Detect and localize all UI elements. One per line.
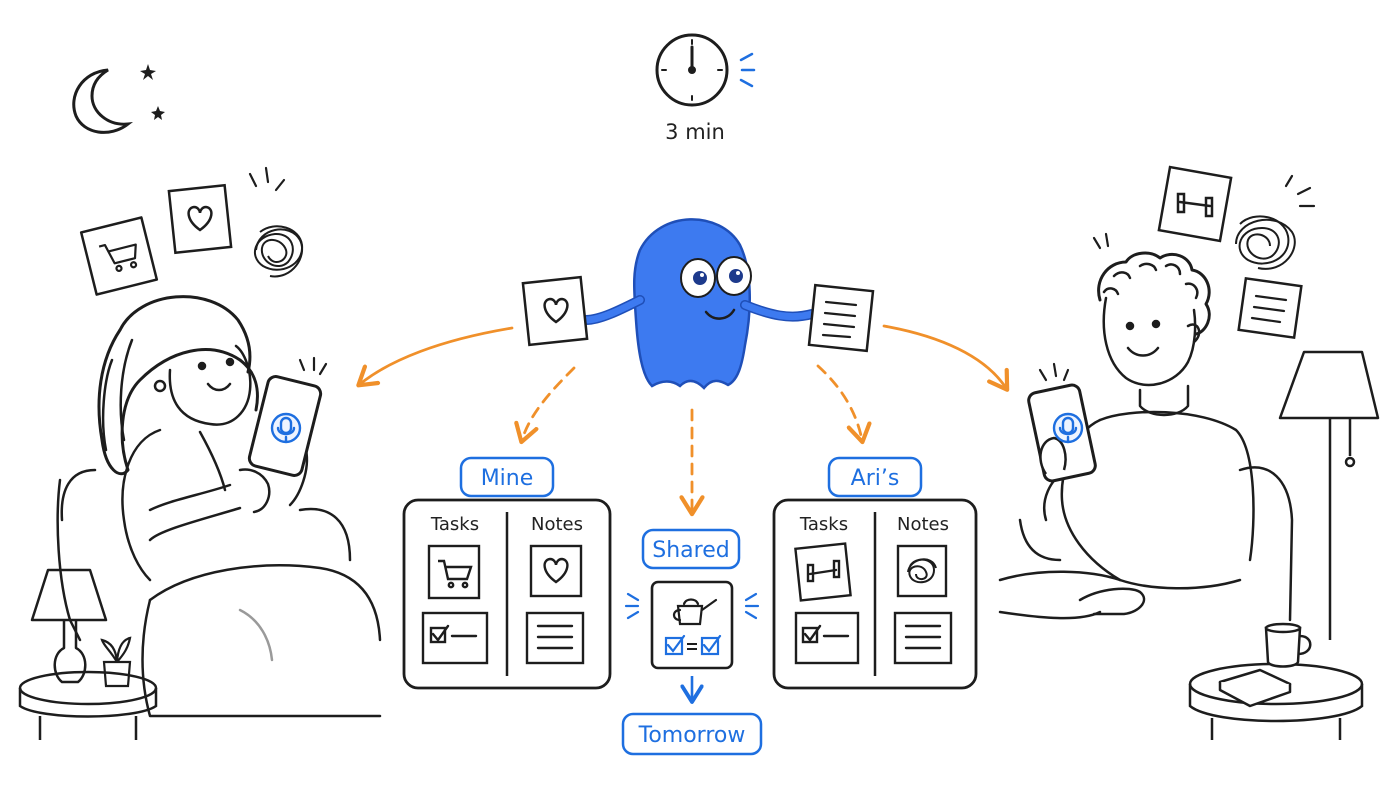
mine-tasks-header: Tasks (430, 514, 479, 535)
dumbbell-note-icon (794, 542, 852, 602)
cart-note-icon (427, 544, 481, 600)
motion-lines (624, 592, 760, 620)
moon-icon (72, 68, 134, 134)
aris-group: Ari’s Tasks Notes (772, 456, 978, 690)
lamp-icon (30, 568, 108, 684)
mine-group: Mine Tasks Notes (402, 456, 612, 690)
microphone-icon (1052, 412, 1084, 444)
checkbox-icon (664, 634, 722, 656)
list-note-icon (807, 283, 875, 353)
checkbox-icon (794, 611, 860, 665)
aris-notes-header: Notes (897, 514, 949, 535)
heart-note-icon (529, 544, 583, 598)
plant-icon (100, 636, 132, 688)
woman-figure (56, 295, 382, 718)
mug-icon (1264, 622, 1312, 668)
tomorrow-tag-label: Tomorrow (638, 723, 746, 748)
side-table-right (1188, 662, 1364, 740)
mine-tag (459, 456, 555, 498)
timer-label: 3 min (665, 120, 725, 144)
aris-tag (827, 456, 923, 498)
heart-note-icon (167, 183, 233, 255)
shared-tag (641, 528, 741, 570)
shared-tag-label: Shared (652, 538, 729, 563)
cart-note-icon (79, 216, 159, 296)
list-note-icon (525, 611, 585, 665)
scribble-icon (896, 544, 948, 598)
alert-lines (298, 356, 328, 376)
mine-notes-header: Notes (531, 514, 583, 535)
tomorrow-tag (621, 712, 763, 756)
watering-can-icon (672, 598, 718, 626)
list-note-icon (1237, 276, 1303, 340)
scribble-icon (1235, 215, 1296, 270)
alert-lines (1038, 362, 1070, 382)
star-icon (140, 64, 165, 120)
alert-lines (248, 166, 286, 192)
checkbox-icon (421, 611, 489, 665)
man-figure (998, 251, 1294, 622)
clock-icon (655, 33, 729, 107)
ghost-mascot (581, 218, 817, 390)
microphone-icon (270, 412, 302, 444)
dumbbell-note-icon (1157, 165, 1233, 243)
book-icon (1218, 668, 1292, 708)
motion-lines (739, 52, 756, 88)
mine-tag-label: Mine (481, 466, 534, 491)
scribble-icon (253, 225, 304, 278)
list-note-icon (893, 611, 953, 665)
shared-group: Shared Tomorrow (621, 528, 763, 756)
aris-tag-label: Ari’s (851, 466, 900, 491)
sync-arrows (356, 324, 1010, 517)
lamp-icon (1278, 350, 1380, 640)
side-table-left (18, 670, 158, 740)
alert-lines (1092, 174, 1316, 250)
aris-tasks-header: Tasks (799, 514, 848, 535)
heart-note-icon (521, 275, 589, 347)
